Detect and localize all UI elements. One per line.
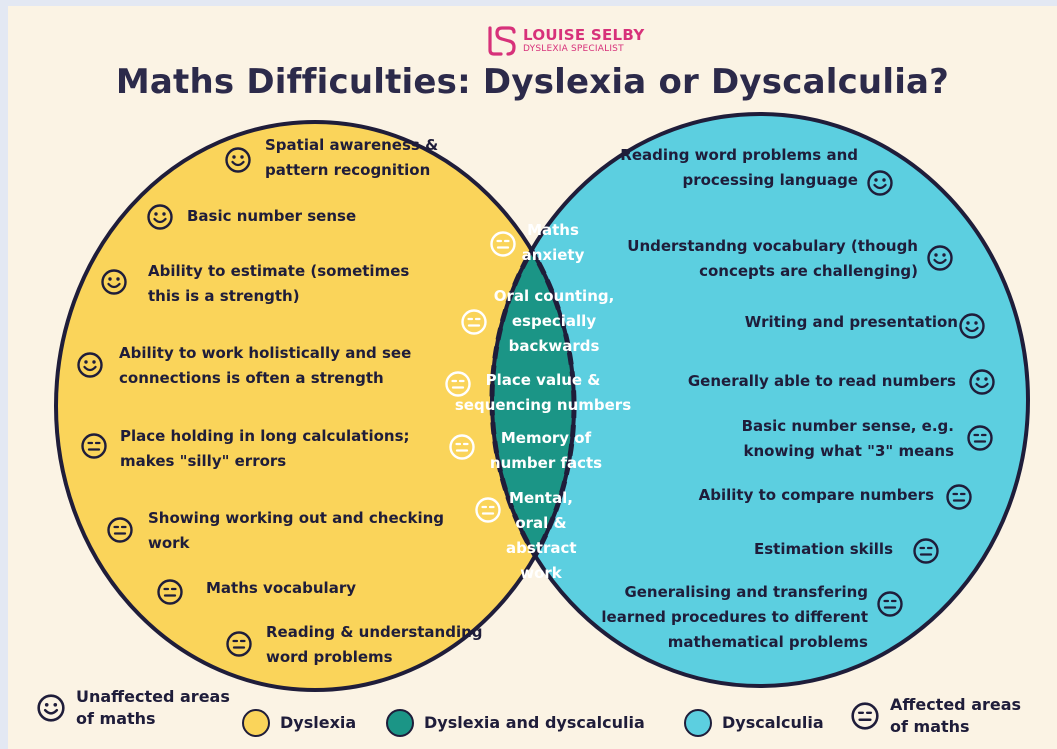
dyslexia-item: Ability to work holistically and see con… (119, 344, 412, 387)
brand-logo: LOUISE SELBY DYSLEXIA SPECIALIST (485, 24, 645, 58)
smile-icon (926, 244, 954, 272)
smile-icon (76, 351, 104, 379)
brand-name: LOUISE SELBY (523, 26, 645, 44)
dyscalculia-swatch (684, 709, 712, 737)
neutral-face-icon (106, 516, 134, 544)
neutral-face-icon (448, 433, 476, 461)
dyslexia-item: Reading & understanding word problems (266, 623, 483, 666)
neutral-face-icon (966, 424, 994, 452)
overlap-item: Place value & sequencing numbers (454, 371, 632, 414)
dyscalculia-item: Estimation skills (753, 540, 893, 558)
dyscalculia-item: Reading word problems and processing lan… (620, 146, 858, 189)
overlap-item: Maths anxiety (521, 221, 585, 264)
overlap-dashed-edge-left (492, 119, 577, 686)
legend-affected: Affected areas of maths (850, 694, 1040, 738)
neutral-face-icon (489, 230, 517, 258)
smile-icon (36, 693, 66, 723)
dyslexia-item: Maths vocabulary (206, 579, 356, 597)
legend-dyslexia: Dyslexia (242, 709, 356, 737)
neutral-face-icon (225, 630, 253, 658)
smile-icon (146, 203, 174, 231)
both-swatch (386, 709, 414, 737)
ls-monogram-icon (485, 24, 519, 58)
smile-icon (958, 312, 986, 340)
dyscalculia-circle (492, 114, 1028, 686)
infographic-canvas: LOUISE SELBY DYSLEXIA SPECIALIST Maths D… (8, 6, 1057, 749)
dyslexia-item: Place holding in long calculations; make… (120, 427, 410, 470)
dyscalculia-item: Basic number sense, e.g. knowing what "3… (741, 417, 954, 460)
neutral-face-icon (156, 578, 184, 606)
brand-subtitle: DYSLEXIA SPECIALIST (523, 44, 624, 54)
legend-dyslexia-label: Dyslexia (280, 713, 357, 732)
dyscalculia-item: Writing and presentation (744, 313, 958, 331)
neutral-face-icon (850, 701, 880, 731)
dyslexia-circle (56, 122, 574, 690)
neutral-face-icon (876, 590, 904, 618)
smile-icon (224, 146, 252, 174)
legend-both: Dyslexia and dyscalculia (386, 709, 645, 737)
neutral-face-icon (80, 432, 108, 460)
neutral-face-icon (912, 537, 940, 565)
dyscalculia-item: Generally able to read numbers (687, 372, 956, 390)
dyslexia-item: Showing working out and checking work (148, 509, 445, 552)
dyslexia-swatch (242, 709, 270, 737)
smile-icon (100, 268, 128, 296)
page-title: Maths Difficulties: Dyslexia or Dyscalcu… (115, 62, 950, 102)
dyslexia-item: Basic number sense (187, 207, 357, 225)
neutral-face-icon (945, 483, 973, 511)
legend-both-label: Dyslexia and dyscalculia (424, 713, 645, 732)
dyscalculia-item: Ability to compare numbers (698, 486, 934, 504)
legend-dyscalculia-label: Dyscalculia (722, 713, 824, 732)
overlap-item: Mental, oral & abstract work (506, 489, 577, 582)
dyscalculia-item: Generalising and transfering learned pro… (601, 583, 868, 651)
venn-diagram (54, 112, 1030, 692)
legend-unaffected-label: Unaffected areas of maths (76, 687, 230, 728)
dyslexia-item: Ability to estimate (sometimes this is a… (148, 262, 410, 305)
overlap-item: Memory of number facts (489, 429, 603, 472)
neutral-face-icon (444, 370, 472, 398)
smile-icon (968, 368, 996, 396)
dyscalculia-circle-outline (490, 112, 1030, 688)
neutral-face-icon (474, 496, 502, 524)
smile-icon (866, 169, 894, 197)
neutral-face-icon (460, 308, 488, 336)
legend-dyscalculia: Dyscalculia (684, 709, 824, 737)
dyslexia-item: Spatial awareness & pattern recognition (265, 136, 439, 179)
dyscalculia-item: Understandng vocabulary (though concepts… (627, 237, 918, 280)
legend-unaffected: Unaffected areas of maths (36, 686, 236, 730)
overlap-item: Oral counting, especially backwards (493, 287, 615, 355)
legend-affected-label: Affected areas of maths (890, 695, 1022, 736)
